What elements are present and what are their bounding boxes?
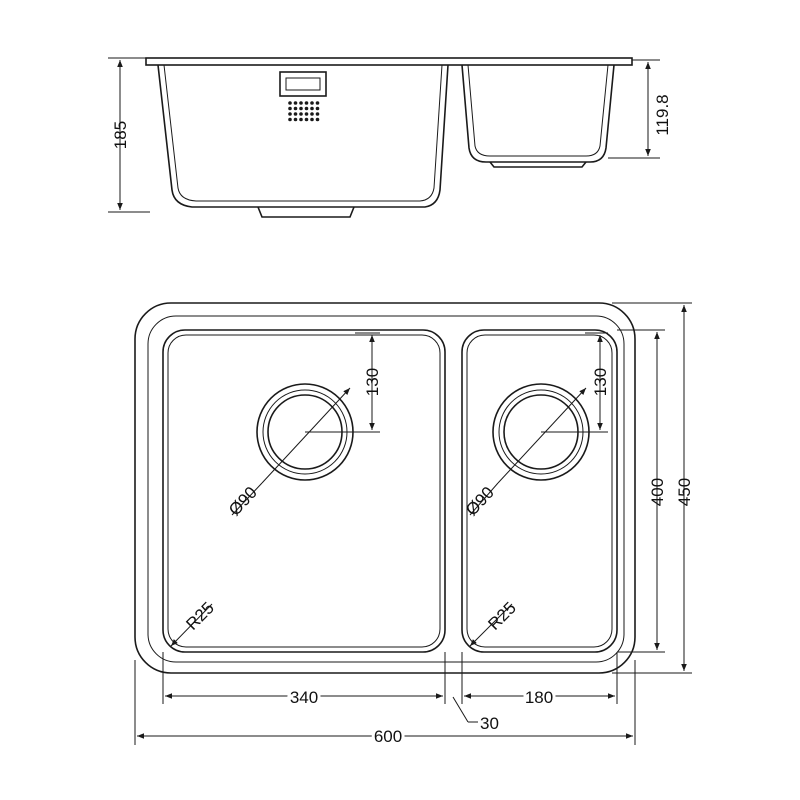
leader-right-radius bbox=[469, 603, 513, 647]
right-bowl-inner bbox=[466, 334, 613, 648]
leader-left-radius bbox=[170, 603, 213, 647]
dim-119-8: 119.8 bbox=[653, 94, 672, 135]
dim-right-width: 180 bbox=[525, 688, 553, 707]
dim-right-radius: R25 bbox=[484, 598, 519, 633]
dim-overall-width: 600 bbox=[374, 727, 402, 746]
overflow-grid-icon bbox=[288, 101, 320, 122]
left-bowl bbox=[162, 329, 446, 653]
dim-left-waste-offset: 130 bbox=[363, 368, 382, 396]
dim-divider: 30 bbox=[480, 714, 499, 733]
overflow-icon bbox=[279, 71, 327, 97]
side-small-bowl-inner bbox=[467, 64, 609, 157]
leader-divider bbox=[452, 696, 469, 723]
side-large-bowl-inner bbox=[163, 64, 443, 202]
side-small-bowl bbox=[461, 64, 615, 163]
dim-left-width: 340 bbox=[290, 688, 318, 707]
side-small-waste bbox=[489, 161, 587, 168]
left-bowl-inner bbox=[167, 334, 441, 648]
dim-185: 185 bbox=[111, 121, 130, 149]
outer-frame bbox=[134, 302, 636, 674]
side-view: 185 119.8 bbox=[108, 57, 672, 218]
dim-right-waste-offset: 130 bbox=[591, 368, 610, 396]
right-bowl bbox=[461, 329, 618, 653]
leader-left-diameter bbox=[261, 387, 351, 484]
dim-left-diameter: Ø90 bbox=[225, 483, 261, 519]
outer-frame-inner bbox=[147, 315, 625, 663]
top-view: 130 130 Ø90 Ø90 R25 R25 400 450 bbox=[134, 302, 694, 749]
leader-right-diameter bbox=[497, 387, 587, 484]
side-rim bbox=[145, 57, 633, 66]
side-large-waste bbox=[257, 206, 355, 218]
dim-400: 400 bbox=[648, 478, 667, 506]
dim-450: 450 bbox=[675, 478, 694, 506]
side-large-bowl bbox=[157, 64, 449, 208]
